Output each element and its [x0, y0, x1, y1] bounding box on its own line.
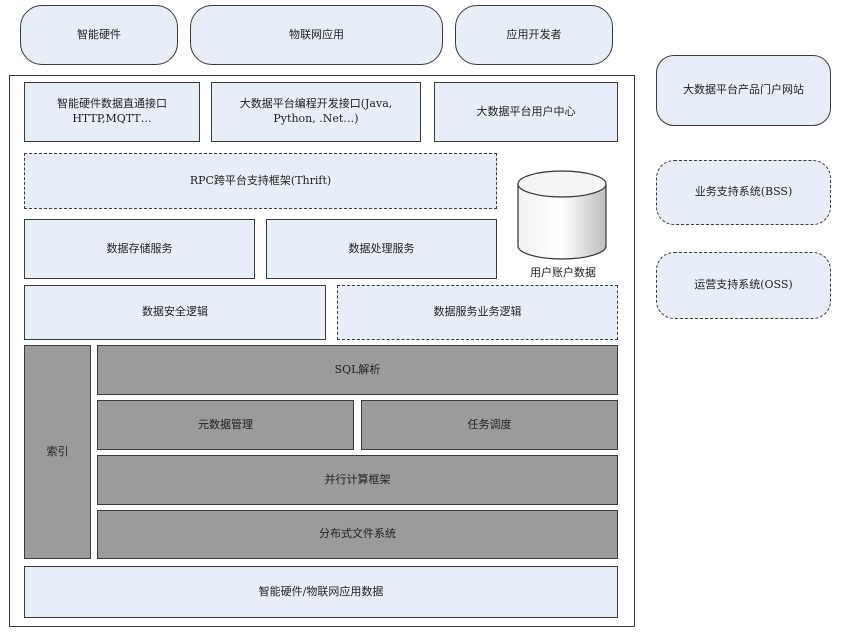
oss-box: 运营支持系统(OSS) — [656, 252, 831, 319]
database-cylinder-icon — [517, 170, 607, 260]
oss-label: 运营支持系统(OSS) — [694, 278, 793, 292]
smart-hardware-box: 智能硬件 — [20, 5, 178, 65]
metadata-management-label: 元数据管理 — [198, 417, 253, 431]
user-center-box: 大数据平台用户中心 — [434, 82, 618, 142]
portal-label: 大数据平台产品门户网站 — [683, 83, 804, 97]
data-service-business-logic-label: 数据服务业务逻辑 — [433, 305, 522, 319]
rpc-framework-label: RPC跨平台支持框架(Thrift) — [189, 173, 332, 187]
iot-application-box: 物联网应用 — [190, 5, 443, 65]
data-storage-service-label: 数据存储服务 — [106, 241, 173, 255]
bss-label: 业务支持系统(BSS) — [694, 185, 793, 199]
sql-parsing-label: SQL解析 — [334, 362, 381, 376]
rpc-framework-box: RPC跨平台支持框架(Thrift) — [24, 153, 497, 209]
data-processing-service-box: 数据处理服务 — [266, 219, 497, 279]
device-app-data-box: 智能硬件/物联网应用数据 — [24, 566, 618, 618]
user-center-label: 大数据平台用户中心 — [476, 104, 576, 118]
app-developer-box: 应用开发者 — [455, 5, 613, 65]
data-service-business-logic-box: 数据服务业务逻辑 — [337, 285, 618, 340]
portal-box: 大数据平台产品门户网站 — [656, 55, 831, 126]
sql-parsing-box: SQL解析 — [97, 345, 618, 395]
data-security-logic-label: 数据安全逻辑 — [142, 305, 208, 319]
task-scheduling-box: 任务调度 — [361, 400, 618, 450]
device-app-data-label: 智能硬件/物联网应用数据 — [258, 584, 384, 598]
iot-application-label: 物联网应用 — [289, 27, 344, 41]
parallel-computing-framework-label: 并行计算框架 — [324, 472, 391, 486]
data-security-logic-box: 数据安全逻辑 — [24, 285, 326, 340]
index-box: 索引 — [24, 345, 91, 559]
app-developer-label: 应用开发者 — [506, 27, 562, 41]
parallel-computing-framework-box: 并行计算框架 — [97, 455, 618, 505]
bss-box: 业务支持系统(BSS) — [656, 160, 831, 225]
data-processing-service-label: 数据处理服务 — [348, 241, 415, 255]
distributed-file-system-label: 分布式文件系统 — [319, 527, 396, 541]
task-scheduling-label: 任务调度 — [467, 417, 512, 431]
user-account-data-label: 用户账户数据 — [530, 266, 596, 279]
metadata-management-box: 元数据管理 — [97, 400, 354, 450]
hardware-direct-interface-label: 智能硬件数据直通接口 HTTP,MQTT… — [57, 97, 167, 125]
index-label: 索引 — [46, 444, 69, 458]
hardware-direct-interface-box: 智能硬件数据直通接口 HTTP,MQTT… — [24, 82, 200, 142]
programming-interface-label: 大数据平台编程开发接口(Java, Python, .Net…) — [239, 97, 393, 125]
programming-interface-box: 大数据平台编程开发接口(Java, Python, .Net…) — [211, 82, 421, 142]
distributed-file-system-box: 分布式文件系统 — [97, 510, 618, 559]
data-storage-service-box: 数据存储服务 — [24, 219, 255, 279]
smart-hardware-label: 智能硬件 — [77, 27, 121, 41]
